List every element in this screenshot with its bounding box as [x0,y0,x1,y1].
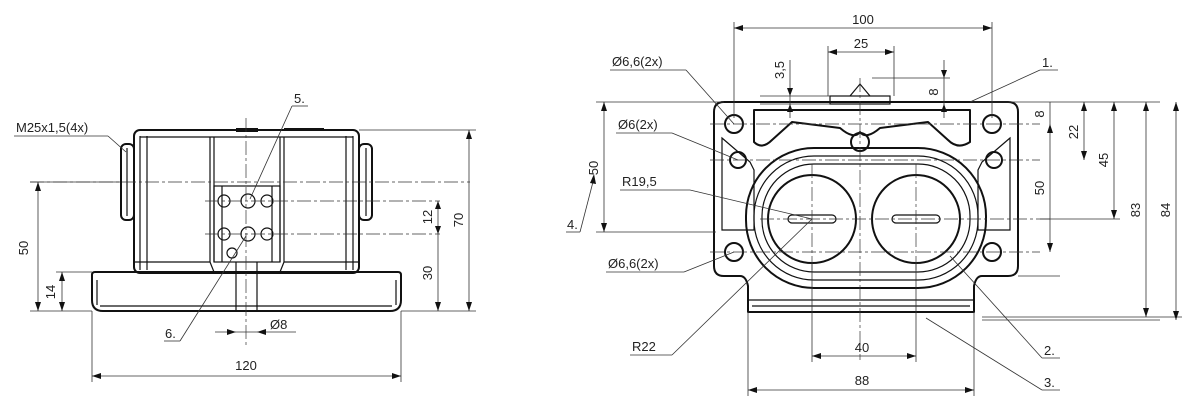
thread-label: M25x1,5(4x) [16,120,88,135]
leader-hole-top: Ø6,6(2x) [610,54,735,125]
dim-hole-d8: Ø8 [215,317,296,335]
callout-1-label: 1. [1042,55,1053,70]
dim-right-stack: 8 22 45 50 83 84 [970,101,1182,321]
callout-6-label: 6. [165,326,176,341]
right-view: 100 25 3,5 8 [566,12,1182,396]
dim-50-left: 50 [586,101,724,233]
dim-83-label: 83 [1128,203,1143,217]
dim-50-right-label: 50 [1032,181,1047,195]
dim-70-label: 70 [451,213,466,227]
dim-40-label: 40 [855,340,869,355]
dim-50-label: 50 [16,241,31,255]
dim-8-top-label: 8 [926,88,941,95]
housing-outline [713,83,1019,313]
radius-22-label: R22 [632,339,656,354]
callout-5: 5. [249,91,308,200]
callout-3-label: 3. [1044,375,1055,390]
dim-50-left-label: 50 [586,161,601,175]
hole-top-label: Ø6,6(2x) [612,54,663,69]
callout-2-label: 2. [1044,343,1055,358]
dim-d8-label: Ø8 [270,317,287,332]
dim-width-100: 100 [733,12,993,118]
dim-width-120: 120 [91,311,402,382]
mounting-holes [724,114,1003,262]
dim-100-label: 100 [852,12,874,27]
leader-radius-22: R22 [630,218,813,356]
callout-1: 1. [969,55,1058,103]
dim-height-50: 50 [16,181,120,312]
hole-bottom-label: Ø6,6(2x) [608,256,659,271]
dim-width-88: 88 [747,312,975,396]
dim-width-40: 40 [811,262,917,362]
dim-45-label: 45 [1096,153,1111,167]
leader-hole-bottom: Ø6,6(2x) [606,251,735,273]
dim-120-label: 120 [235,358,257,373]
thread-leader: M25x1,5(4x) [14,120,127,153]
dim-3-5-label: 3,5 [772,61,787,79]
dim-84-label: 84 [1158,203,1173,217]
dim-14-label: 14 [43,285,58,299]
callout-3: 3. [925,317,1060,391]
dim-height-14: 14 [43,271,92,311]
callout-4-label: 4. [567,217,578,232]
dim-height-30: 30 [401,234,476,312]
base-plate [91,271,402,312]
terminal-block [213,185,281,311]
callout-6: 6. [164,235,247,342]
dim-pitch-12: 12 [420,201,441,234]
dim-22-label: 22 [1066,125,1081,139]
callout-5-label: 5. [294,91,305,106]
callout-4: 4. [566,174,596,233]
callout-2: 2. [949,255,1060,359]
dim-3-5: 3,5 [760,60,830,118]
radius-19-5-label: R19,5 [622,174,657,189]
gasket-rings [745,132,987,289]
leader-radius-19-5: R19,5 [620,174,813,220]
hole-mid-label: Ø6(2x) [618,117,658,132]
dim-88-label: 88 [855,373,869,388]
dim-8-top: 8 [872,60,950,118]
left-view: 50 14 12 30 70 [14,91,476,382]
dim-25-label: 25 [854,36,868,51]
dim-30-label: 30 [420,266,435,280]
dim-height-70: 70 [359,129,476,311]
dim-8-right-label: 8 [1032,110,1047,117]
housing-body [133,128,360,274]
dim-width-25: 25 [827,36,895,96]
leader-hole-mid: Ø6(2x) [616,117,739,161]
dim-12-label: 12 [420,210,435,224]
